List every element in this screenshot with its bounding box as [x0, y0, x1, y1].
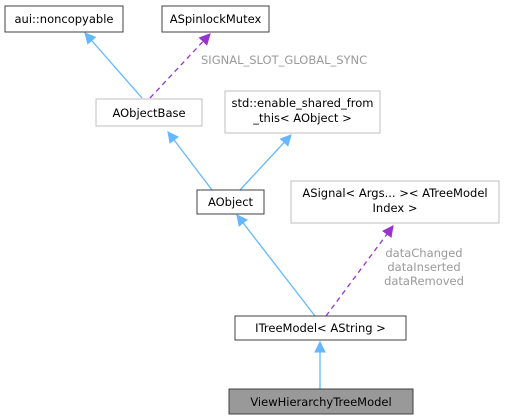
- label-data-changed: dataChanged: [385, 246, 462, 260]
- node-itreemodel[interactable]: ITreeModel< AString >: [234, 315, 407, 341]
- node-asignal[interactable]: ASignal< Args... >< ATreeModel Index >: [290, 180, 500, 224]
- node-asignal-line1: ASignal< Args... >< ATreeModel: [302, 186, 487, 200]
- node-enable-shared-line2: _this< AObject >: [252, 111, 351, 125]
- node-asignal-line2: Index >: [373, 201, 418, 215]
- node-aobjectbase[interactable]: AObjectBase: [95, 98, 203, 127]
- edge-aobject-to-enable-shared: [239, 134, 292, 191]
- node-viewhierarchytreemodel-label: ViewHierarchyTreeModel: [250, 395, 391, 409]
- node-enable-shared-from-this[interactable]: std::enable_shared_from _this< AObject >: [224, 90, 381, 134]
- node-aobject-label: AObject: [208, 195, 254, 209]
- node-aobjectbase-label: AObjectBase: [112, 106, 185, 120]
- node-aobject[interactable]: AObject: [196, 189, 265, 215]
- label-data-removed: dataRemoved: [384, 274, 464, 288]
- edge-objectbase-to-spinlock: [149, 33, 211, 99]
- node-enable-shared-line1: std::enable_shared_from: [232, 96, 374, 110]
- node-aspinlockmutex[interactable]: ASpinlockMutex: [161, 5, 270, 33]
- node-itreemodel-label: ITreeModel< AString >: [255, 321, 386, 335]
- edge-objectbase-to-noncopyable: [84, 32, 143, 99]
- edge-aobject-to-objectbase: [167, 131, 213, 191]
- node-aspinlockmutex-label: ASpinlockMutex: [170, 12, 262, 26]
- node-viewhierarchytreemodel[interactable]: ViewHierarchyTreeModel: [228, 388, 414, 415]
- label-data-inserted: dataInserted: [387, 260, 460, 274]
- node-aui-noncopyable-label: aui::noncopyable: [15, 12, 114, 26]
- label-signal-slot-global-sync: SIGNAL_SLOT_GLOBAL_SYNC: [201, 53, 367, 67]
- node-aui-noncopyable[interactable]: aui::noncopyable: [4, 5, 124, 33]
- edge-itreemodel-to-aobject: [236, 214, 316, 317]
- edge-itreemodel-to-asignal: [325, 225, 394, 317]
